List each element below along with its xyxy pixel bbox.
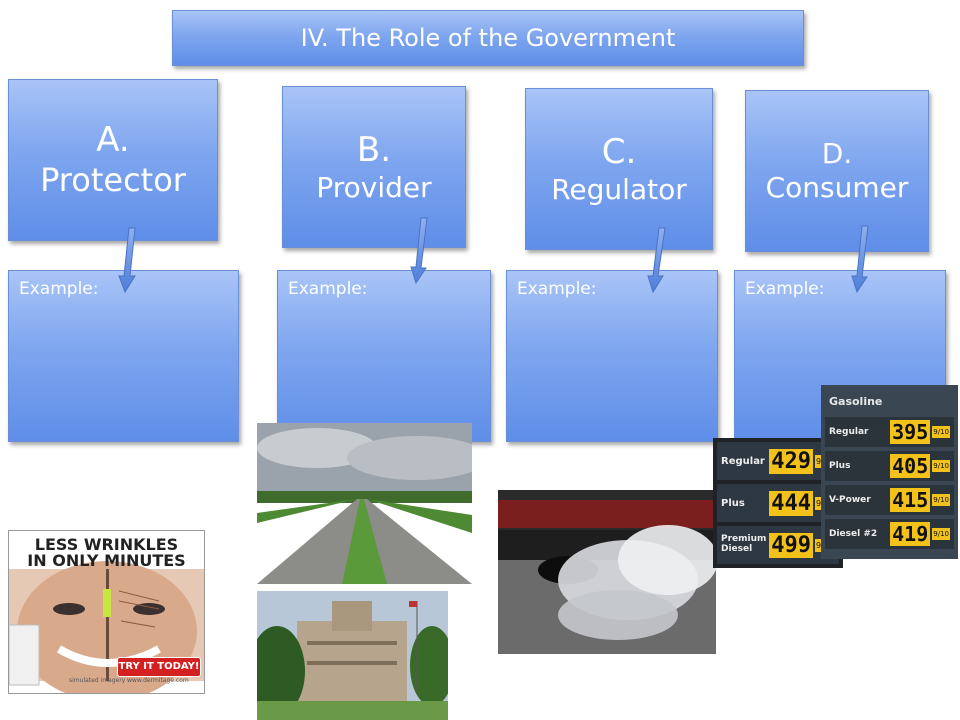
- role-word: Regulator: [551, 172, 687, 206]
- role-letter: B.: [356, 129, 392, 170]
- gas-row: Regular 395 9/10: [825, 417, 954, 447]
- role-word: Provider: [316, 170, 432, 204]
- role-box-regulator: C. Regulator: [525, 88, 713, 250]
- example-label: Example:: [288, 279, 368, 299]
- example-box-regulator: Example:: [506, 270, 718, 442]
- gas-price-sign-right: Gasoline Regular 395 9/10 Plus 405 9/10 …: [821, 385, 958, 559]
- role-letter: C.: [601, 131, 637, 172]
- role-box-provider: B. Provider: [282, 86, 466, 248]
- wrinkle-ad-image: LESS WRINKLES IN ONLY MINUTES TRY IT TOD…: [8, 530, 205, 694]
- role-box-consumer: D. Consumer: [745, 90, 929, 252]
- role-word: Protector: [40, 161, 186, 200]
- page-title: IV. The Role of the Government: [300, 24, 676, 52]
- title-bar: IV. The Role of the Government: [172, 10, 804, 66]
- example-box-protector: Example:: [8, 270, 239, 442]
- car-exhaust-photo: [498, 490, 716, 654]
- gas-row: Premium Diesel 499 9/10: [717, 526, 839, 564]
- role-letter: D.: [821, 137, 853, 171]
- ad-url: www.dermitage.com: [127, 677, 189, 684]
- gas-row: V-Power 415 9/10: [825, 485, 954, 515]
- ad-headline-1: LESS WRINKLES: [34, 535, 179, 554]
- highway-photo: [257, 423, 472, 584]
- ad-cta-button[interactable]: TRY IT TODAY!: [117, 657, 201, 677]
- example-label: Example:: [745, 279, 825, 299]
- example-label: Example:: [517, 279, 597, 299]
- example-label: Example:: [19, 279, 99, 299]
- example-box-provider: Example:: [277, 270, 491, 442]
- gas-row: Diesel #2 419 9/10: [825, 519, 954, 549]
- gas-sign-header: Gasoline: [829, 395, 883, 408]
- role-letter: A.: [96, 120, 130, 161]
- gas-row: Plus 405 9/10: [825, 451, 954, 481]
- role-box-protector: A. Protector: [8, 79, 218, 241]
- school-photo: [257, 591, 448, 720]
- role-word: Consumer: [765, 171, 909, 204]
- ad-small-note: simulated imagery: [69, 677, 126, 684]
- ad-headline-2: IN ONLY MINUTES: [27, 551, 186, 570]
